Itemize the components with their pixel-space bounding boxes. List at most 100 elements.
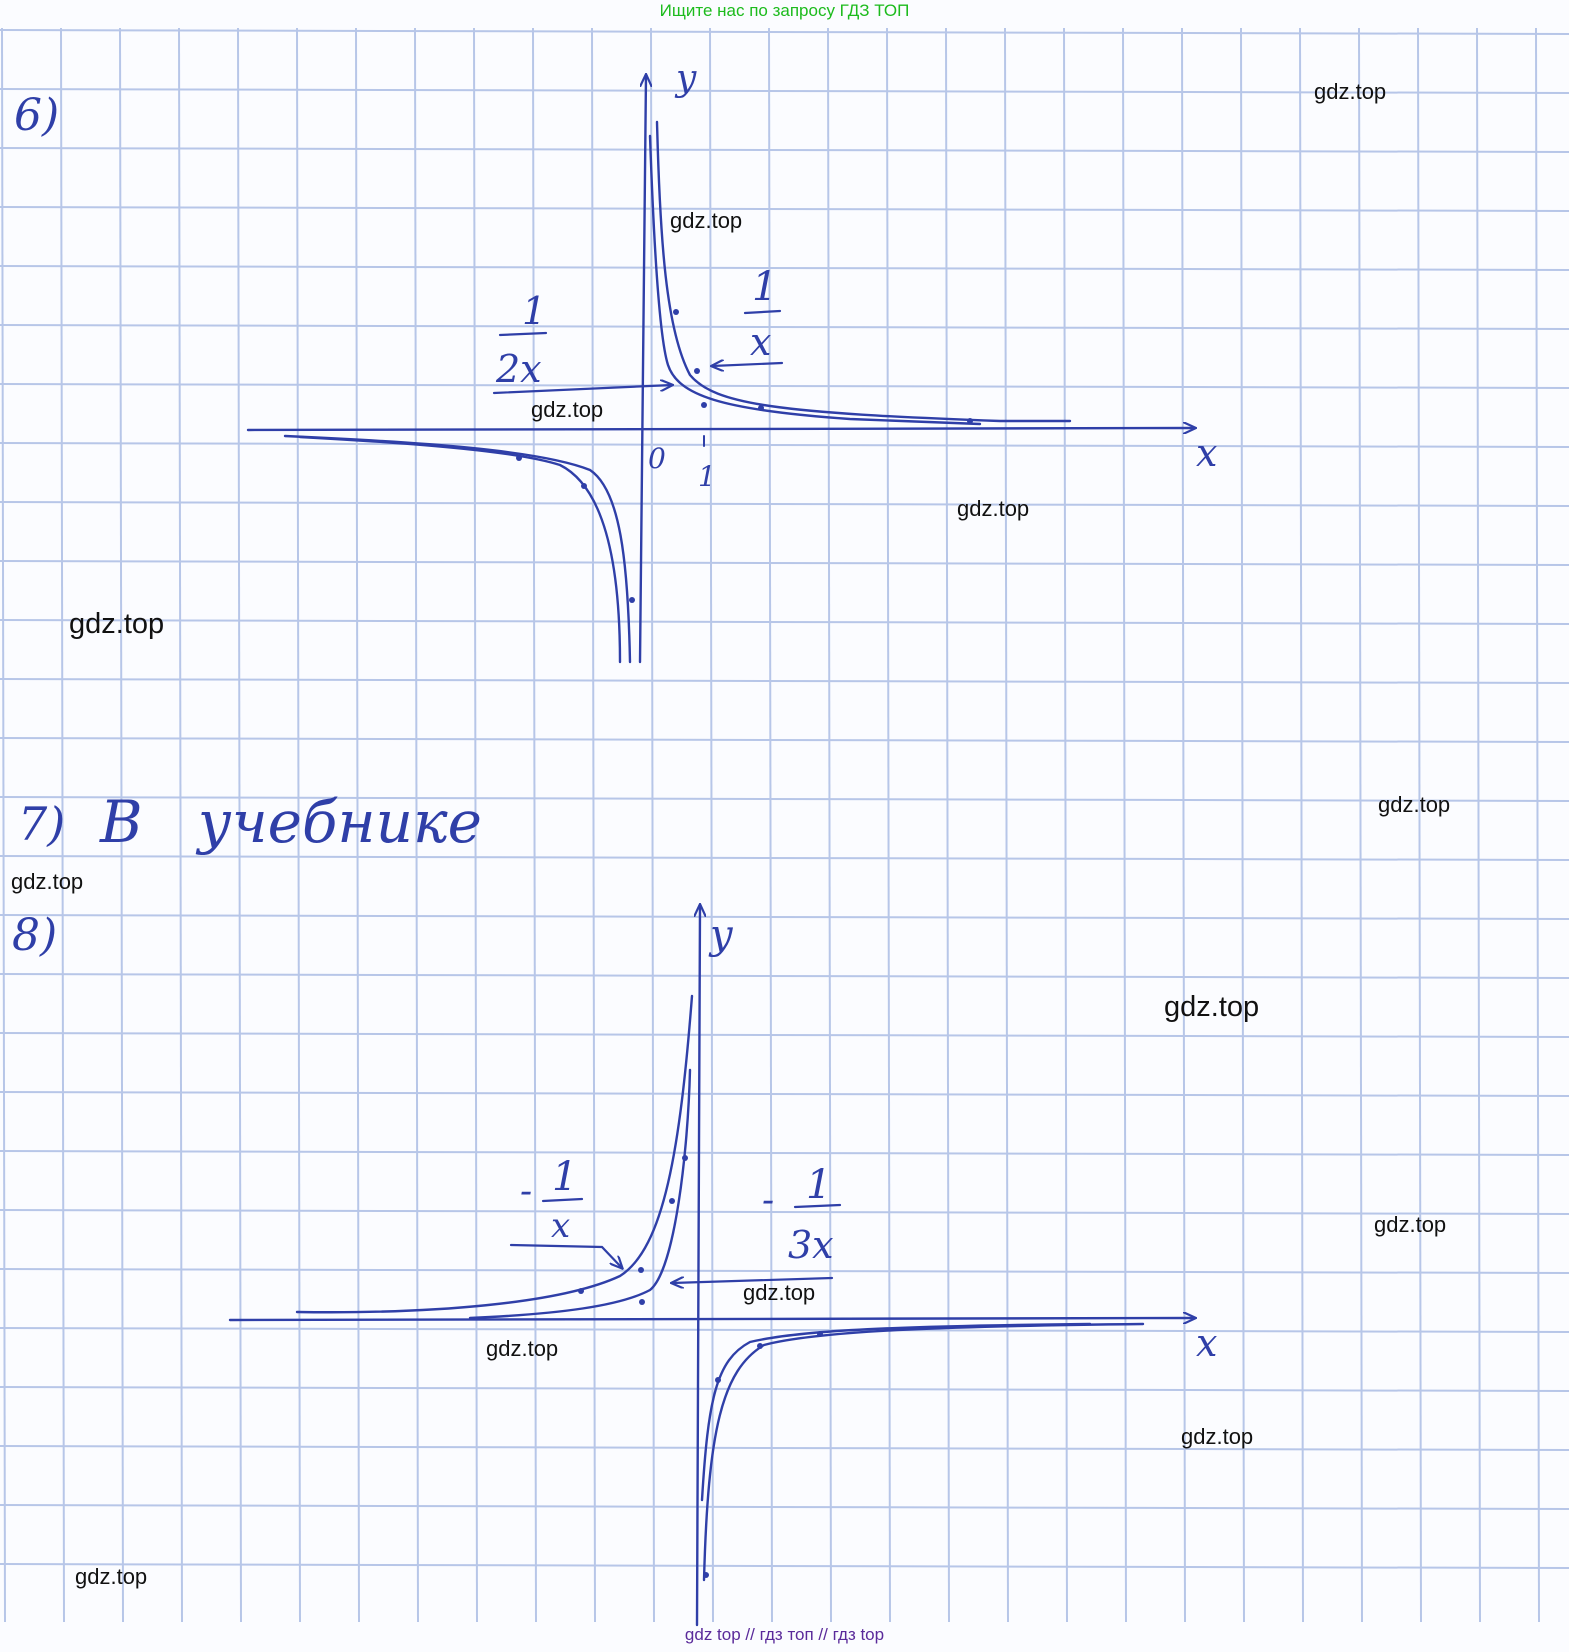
exercise-7: 7) В учебнике: [18, 788, 482, 856]
curve-neg-one-over-x-left: [295, 994, 694, 1314]
grid-line-horizontal: [0, 1209, 1569, 1215]
grid-line-horizontal: [0, 147, 1569, 153]
grid-line-vertical: [296, 27, 301, 1623]
grid-line-horizontal: [0, 914, 1569, 920]
tick-one-label: 1: [698, 460, 716, 493]
grid-line-vertical: [945, 27, 950, 1623]
curve-neg-one-over-3x-left: [468, 1068, 692, 1320]
grid-line-horizontal: [0, 29, 1569, 35]
grid-line-horizontal: [0, 1150, 1569, 1156]
grid-line-horizontal: [0, 265, 1569, 271]
label-neg-one-over-x-denominator: x: [551, 1206, 570, 1246]
grid-line-vertical: [1535, 27, 1540, 1623]
arrow-to-one-over-x: [712, 363, 784, 366]
watermark: gdz.top: [1164, 991, 1260, 1023]
label-neg-one-over-x: - 1 x: [520, 1154, 584, 1246]
grid-line-vertical: [355, 27, 360, 1623]
grid-line-vertical: [1417, 27, 1422, 1623]
grid-line-vertical: [1, 27, 6, 1623]
label-neg-one-over-3x: - 1 3x: [762, 1162, 842, 1267]
label-one-over-x-numerator: 1: [752, 264, 777, 310]
label-neg-one-over-3x-fraction-bar: [793, 1203, 842, 1209]
grid-line-horizontal: [0, 973, 1569, 979]
watermark: gdz.top: [69, 608, 165, 640]
grid-line-vertical: [1063, 27, 1068, 1623]
watermark: gdz.top: [1378, 792, 1451, 817]
label-one-over-2x-fraction-bar: [498, 331, 548, 337]
exercise-8-label: 8): [12, 910, 57, 961]
grid-line-horizontal: [0, 501, 1569, 507]
label-one-over-2x: 1 2x: [495, 289, 548, 391]
watermark: gdz.top: [11, 869, 84, 894]
grid-line-horizontal: [0, 1445, 1569, 1451]
grid-line-horizontal: [0, 1563, 1569, 1569]
curve-one-over-2x-left: [298, 435, 622, 664]
label-one-over-2x-numerator: 1: [522, 289, 546, 333]
y-axis-label: y: [708, 912, 734, 958]
grid-line-vertical: [1181, 27, 1186, 1623]
grid-line-vertical: [414, 27, 419, 1623]
exercise-8-graph: 8) y x - 1: [12, 905, 1217, 1627]
y-axis-label: y: [674, 58, 697, 99]
grid-line-vertical: [473, 27, 478, 1623]
label-neg-one-over-3x-numerator: 1: [806, 1162, 831, 1208]
grid-line-horizontal: [0, 1091, 1569, 1097]
grid-line-horizontal: [0, 678, 1569, 684]
watermark: gdz.top: [957, 496, 1030, 521]
exercise-6-graph: 6) y x 0 1 1: [14, 58, 1217, 664]
grid-line-vertical: [1004, 27, 1009, 1623]
label-one-over-2x-denominator: 2x: [495, 347, 542, 391]
top-banner[interactable]: Ищите нас по запросу ГДЗ ТОП: [659, 1, 910, 20]
grid-line-horizontal: [0, 1386, 1569, 1392]
exercise-7-text: В учебнике: [99, 788, 482, 856]
grid-line-horizontal: [0, 1504, 1569, 1510]
arrow-to-neg-one-over-x: [509, 1243, 622, 1268]
grid-line-vertical: [1476, 27, 1481, 1623]
watermark: gdz.top: [75, 1564, 148, 1589]
curve-one-over-x-left: [283, 434, 632, 664]
curve-one-over-x-right: [655, 120, 1072, 423]
grid-line-horizontal: [0, 619, 1569, 625]
grid-line-vertical: [591, 27, 596, 1623]
arrow-to-neg-one-over-3x: [672, 1278, 834, 1283]
watermark: gdz.top: [1314, 79, 1387, 104]
grid-line-vertical: [60, 27, 65, 1623]
label-neg-one-over-x-fraction-bar: [541, 1197, 584, 1203]
grid-line-horizontal: [0, 383, 1569, 389]
grid-line-vertical: [178, 27, 183, 1623]
grid-line-vertical: [1240, 27, 1245, 1623]
label-neg-one-over-x-sign: -: [520, 1171, 532, 1212]
watermark: gdz.top: [670, 208, 743, 233]
watermark: gdz.top: [486, 1336, 559, 1361]
exercise-6-label: 6): [14, 90, 59, 141]
grid-line-vertical: [1358, 27, 1363, 1623]
label-neg-one-over-3x-denominator: 3x: [788, 1223, 834, 1267]
x-axis-line: [246, 428, 1195, 430]
exercise-7-label: 7): [18, 797, 65, 851]
label-one-over-x-denominator: x: [750, 320, 771, 364]
grid-line-vertical: [827, 27, 832, 1623]
grid-line-horizontal: [0, 560, 1569, 566]
grid-line-vertical: [709, 27, 714, 1623]
watermark: gdz.top: [1181, 1424, 1254, 1449]
x-axis-label: x: [1196, 431, 1217, 475]
grid-line-horizontal: [0, 855, 1569, 861]
grid-line-horizontal: [0, 1327, 1569, 1333]
grid-line-vertical: [886, 27, 891, 1623]
arrow-to-one-over-2x: [492, 385, 672, 395]
y-axis-line: [638, 75, 646, 664]
grid-line-vertical: [1299, 27, 1304, 1623]
label-neg-one-over-x-numerator: 1: [552, 1154, 577, 1200]
x-axis-line: [228, 1318, 1195, 1320]
grid-line-vertical: [532, 27, 537, 1623]
grid-line-vertical: [1122, 27, 1127, 1623]
bottom-banner[interactable]: gdz top // гдз топ // гдз top: [684, 1625, 885, 1644]
grid-line-vertical: [119, 27, 124, 1623]
grid-line-horizontal: [0, 442, 1569, 448]
grid-line-horizontal: [0, 737, 1569, 743]
grid-line-vertical: [768, 27, 773, 1623]
x-axis-label: x: [1196, 1321, 1217, 1365]
grid-line-horizontal: [0, 206, 1569, 212]
